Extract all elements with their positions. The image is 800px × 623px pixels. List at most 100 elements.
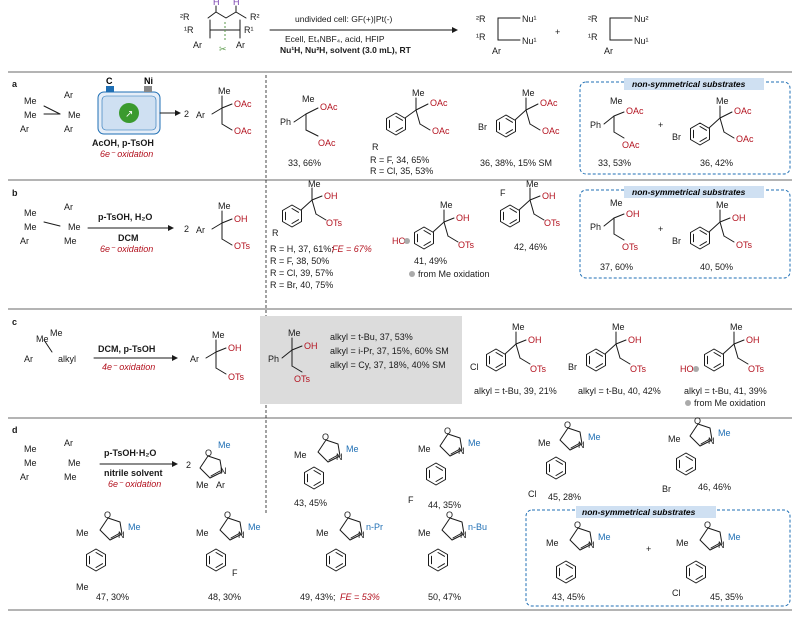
panel-c-conditions: DCM, p-TsOH xyxy=(98,344,155,354)
svg-text:Me: Me xyxy=(24,444,37,454)
svg-text:alkyl: alkyl xyxy=(58,354,76,364)
svg-text:OTs: OTs xyxy=(544,218,561,228)
compound-47-yield: 47, 30% xyxy=(96,592,129,602)
compound-44-yield: 44, 35% xyxy=(428,500,461,510)
nonsym-box-a: non-symmetrical substrates Ph Me OAc OAc… xyxy=(579,78,791,175)
svg-text:O: O xyxy=(344,510,351,520)
svg-text:Br: Br xyxy=(568,362,577,372)
svg-text:Br: Br xyxy=(672,132,681,142)
svg-text:N: N xyxy=(458,446,465,456)
svg-text:OAc: OAc xyxy=(430,98,448,108)
scissors-icon: ✂ xyxy=(219,44,227,54)
svg-text:2: 2 xyxy=(184,224,189,234)
header-substrate: H H ²R ¹R Ar R² R¹ Ar ✂ xyxy=(180,0,260,54)
compound-41: HO Me OH OTs 41, 49% from Me oxidation xyxy=(392,200,490,279)
svg-text:+: + xyxy=(658,224,663,234)
nonsym-a-36-yield: 36, 42% xyxy=(700,158,733,168)
compound-43-yield: 43, 45% xyxy=(294,498,327,508)
electrode-ni-label: Ni xyxy=(144,76,153,86)
panel-c-substrate: Me Me Ar alkyl xyxy=(24,328,76,364)
svg-text:N: N xyxy=(460,530,467,540)
nonsym-title-b: non-symmetrical substrates xyxy=(632,187,746,197)
svg-text:Me: Me xyxy=(36,334,49,344)
svg-text:Me: Me xyxy=(412,88,425,98)
svg-text:+: + xyxy=(646,544,651,554)
compound-36-yield: 36, 38%, 15% SM xyxy=(480,158,552,168)
svg-text:Me: Me xyxy=(64,472,77,482)
svg-text:OAc: OAc xyxy=(622,140,640,150)
svg-text:OTs: OTs xyxy=(736,240,753,250)
panel-d-substrate: Me Me Ar Ar Me Me xyxy=(20,438,81,482)
header-r1-right: R¹ xyxy=(244,25,254,35)
svg-text:Me: Me xyxy=(718,428,731,438)
svg-text:O: O xyxy=(205,448,212,458)
header-condition-line-2: Ecell, Et₄NBF₄, acid, HFIP xyxy=(285,34,385,44)
compound-41-c-yield: alkyl = t-Bu, 41, 39% xyxy=(684,386,767,396)
svg-text:Ar: Ar xyxy=(20,472,29,482)
compound-44: O N Me Me F 44, 35% xyxy=(408,426,481,510)
compound-34-35: Me OAc OAc R R = F, 34, 65% R = Cl, 35, … xyxy=(370,88,450,176)
compound-37-c-line2: alkyl = i-Pr, 37, 15%, 60% SM xyxy=(330,346,449,356)
header-h-1: H xyxy=(213,0,220,7)
svg-text:Me: Me xyxy=(248,522,261,532)
svg-text:2: 2 xyxy=(184,109,189,119)
electrode-c-label: C xyxy=(106,76,113,86)
svg-text:Ar: Ar xyxy=(64,124,73,134)
svg-text:Me: Me xyxy=(68,222,81,232)
svg-text:OAc: OAc xyxy=(542,126,560,136)
svg-text:n-Bu: n-Bu xyxy=(468,522,487,532)
header-conditions: undivided cell: GF(+)|Pt(-) Ecell, Et₄NB… xyxy=(269,14,458,55)
svg-text:Ar: Ar xyxy=(190,354,199,364)
svg-text:R: R xyxy=(272,228,279,238)
compound-40-yield: R = Br, 40, 75% xyxy=(270,280,333,290)
panel-c-product: Ar Me OH OTs xyxy=(190,330,245,382)
svg-text:OTs: OTs xyxy=(622,242,639,252)
svg-text:Me: Me xyxy=(24,222,37,232)
nonsym-d-43-yield: 43, 45% xyxy=(552,592,585,602)
svg-text:Me: Me xyxy=(308,179,321,189)
compound-37-fe: FE = 67% xyxy=(332,244,372,254)
compound-33-yield: 33, 66% xyxy=(288,158,321,168)
svg-text:F: F xyxy=(500,188,506,198)
svg-text:O: O xyxy=(694,416,701,426)
nonsym-title-a: non-symmetrical substrates xyxy=(632,79,746,89)
compound-41-panel-c: HO Me OH OTs alkyl = t-Bu, 41, 39% from … xyxy=(680,322,767,408)
svg-text:OTs: OTs xyxy=(748,364,765,374)
svg-text:O: O xyxy=(224,510,231,520)
svg-text:OH: OH xyxy=(228,343,242,353)
svg-text:N: N xyxy=(220,466,227,476)
svg-text:OTs: OTs xyxy=(630,364,647,374)
header-condition-line-3: Nu¹H, Nu²H, solvent (3.0 mL), RT xyxy=(280,45,412,55)
svg-text:OH: OH xyxy=(528,335,542,345)
svg-text:N: N xyxy=(718,540,725,550)
svg-text:Me: Me xyxy=(24,458,37,468)
svg-text:Me: Me xyxy=(440,200,453,210)
svg-text:OH: OH xyxy=(324,191,338,201)
svg-text:Me: Me xyxy=(24,110,37,120)
electrochem-cell-icon: C Ni ↗ xyxy=(97,76,161,135)
nonsym-b-40-yield: 40, 50% xyxy=(700,262,733,272)
svg-text:OAc: OAc xyxy=(234,99,252,109)
svg-text:OAc: OAc xyxy=(540,98,558,108)
compound-46: O N Me Me Br 46, 46% xyxy=(662,416,731,494)
compound-34-yield: R = F, 34, 65% xyxy=(370,155,429,165)
svg-text:F: F xyxy=(408,495,414,505)
compound-46-yield: 46, 46% xyxy=(698,482,731,492)
compound-40-c-yield: alkyl = t-Bu, 40, 42% xyxy=(578,386,661,396)
svg-text:Me: Me xyxy=(610,198,623,208)
svg-text:Me: Me xyxy=(676,538,689,548)
compound-41-note: from Me oxidation xyxy=(418,269,490,279)
panel-a-label: a xyxy=(12,79,18,89)
svg-text:Cl: Cl xyxy=(528,489,537,499)
panel-b-oxidation: 6e⁻ oxidation xyxy=(100,244,153,254)
panel-c-label: c xyxy=(12,317,17,327)
svg-text:Me: Me xyxy=(218,86,231,96)
svg-text:OTs: OTs xyxy=(294,374,311,384)
svg-text:N: N xyxy=(708,436,715,446)
svg-text:Ar: Ar xyxy=(196,110,205,120)
compound-39-yield: R = Cl, 39, 57% xyxy=(270,268,333,278)
svg-text:N: N xyxy=(118,530,125,540)
svg-text:Me: Me xyxy=(512,322,525,332)
svg-text:Me: Me xyxy=(288,328,301,338)
